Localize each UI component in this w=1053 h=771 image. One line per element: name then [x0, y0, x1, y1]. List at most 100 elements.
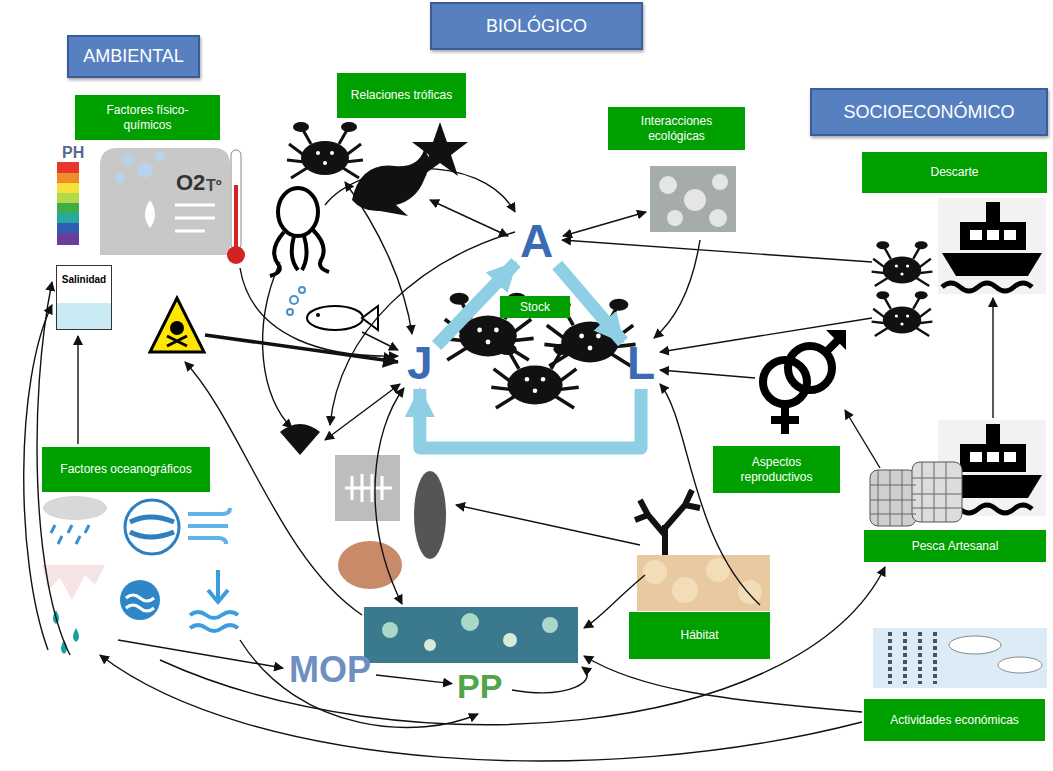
sediment-image [637, 555, 770, 611]
factor-box: Actividades económicas [864, 699, 1045, 741]
texture-dot [709, 209, 727, 227]
factor-box: Interacciones ecológicas [608, 107, 745, 150]
cell [503, 633, 517, 647]
bubble [137, 162, 153, 178]
relation-arrow [456, 505, 640, 545]
stage-letter: J [405, 340, 435, 386]
ph-band [57, 213, 79, 223]
factor-box: Relaciones tróficas [337, 73, 466, 118]
texture-dot [667, 210, 683, 226]
node-text: Interacciones ecológicas [618, 114, 735, 144]
ph-band [57, 162, 79, 173]
relation-arrow [345, 182, 412, 334]
octopus-arms [270, 230, 329, 276]
node-text: AMBIENTAL [83, 46, 184, 67]
sea [873, 628, 1047, 688]
relation-arrow [654, 240, 700, 338]
relation-arrow [240, 268, 398, 356]
plankton-image [364, 607, 578, 663]
icon-label: Tº [206, 178, 222, 194]
wind-icon [188, 508, 230, 544]
mop-label-node: MOP [287, 650, 373, 690]
upwelling-icon [190, 570, 238, 631]
ph-band [57, 173, 79, 183]
toxic-arrow [205, 335, 398, 362]
cell [424, 639, 436, 651]
relation-arrow [563, 212, 646, 236]
bubble [299, 287, 305, 293]
relation-arrow [160, 567, 885, 725]
fish-eye [316, 313, 320, 317]
longlines [890, 632, 935, 684]
traps-icon [870, 462, 962, 526]
relation-arrow [512, 667, 587, 693]
cell [382, 622, 398, 638]
node-text: Factores oceanográficos [60, 462, 191, 477]
node-text: MOP [289, 650, 371, 690]
sea-level-icon [120, 580, 160, 620]
shell-icon [280, 424, 320, 455]
relation-arrow [263, 262, 292, 428]
texture-dot [684, 189, 706, 211]
bubble [155, 152, 165, 162]
aquaculture-image [873, 628, 1047, 688]
toxic-sign [150, 298, 204, 352]
factor-box: Hábitat [629, 612, 770, 659]
bubble [115, 173, 125, 183]
relation-arrow [660, 384, 760, 605]
node-text: Descarte [930, 165, 978, 180]
relation-arrow [430, 200, 508, 236]
node-text: Actividades económicas [890, 713, 1019, 728]
gender-strokes [771, 336, 842, 434]
panel [100, 148, 230, 255]
stock-crab [491, 344, 578, 408]
weather-icons [42, 496, 238, 654]
trap-mesh [870, 462, 962, 526]
node-text: Aspectos reproductivos [723, 455, 830, 485]
crossbones [167, 336, 187, 346]
thermometer [231, 150, 241, 250]
icon-label: O2 [176, 172, 205, 194]
ice-icon [42, 565, 105, 600]
ph-band [57, 183, 79, 193]
cage [998, 657, 1042, 673]
relation-arrow [845, 410, 880, 468]
node-text: L [627, 340, 655, 386]
stage-letter: L [625, 340, 657, 386]
plankton [364, 607, 578, 663]
ph-band [57, 223, 79, 233]
thermometer-bulb [227, 246, 245, 264]
ph-band [57, 203, 79, 213]
current-waves [130, 517, 174, 537]
factor-box: Factores oceanográficos [42, 447, 210, 492]
skeleton-image [335, 455, 400, 521]
section-header: AMBIENTAL [67, 35, 200, 78]
current-icon [125, 500, 179, 554]
factor-box: Descarte [862, 152, 1047, 193]
bubble [122, 154, 134, 166]
icon-label: PH [62, 145, 84, 161]
relation-arrow [362, 332, 398, 350]
ship-icon [938, 198, 1046, 294]
fish-body [307, 306, 363, 330]
discard-crab [872, 291, 933, 336]
factor-box: Aspectos reproductivos [713, 446, 840, 493]
relation-arrow [100, 655, 862, 761]
node-text: A [520, 218, 553, 264]
node-text: J [407, 340, 433, 386]
cloud [43, 496, 107, 520]
sea-cucumber-icon [414, 471, 446, 559]
factor-box: Pesca Artesanal [864, 530, 1046, 562]
sediment [637, 555, 770, 611]
cell [461, 613, 479, 631]
stage-letter: A [518, 218, 555, 264]
relation-arrow [584, 656, 862, 712]
warning-triangle [150, 298, 204, 352]
stock-cycle-arrow [420, 389, 641, 448]
cell [542, 617, 558, 633]
physchem-icon [57, 148, 245, 264]
texture [650, 166, 736, 232]
seal-icon [352, 150, 429, 216]
seaweed-icon [635, 490, 700, 555]
